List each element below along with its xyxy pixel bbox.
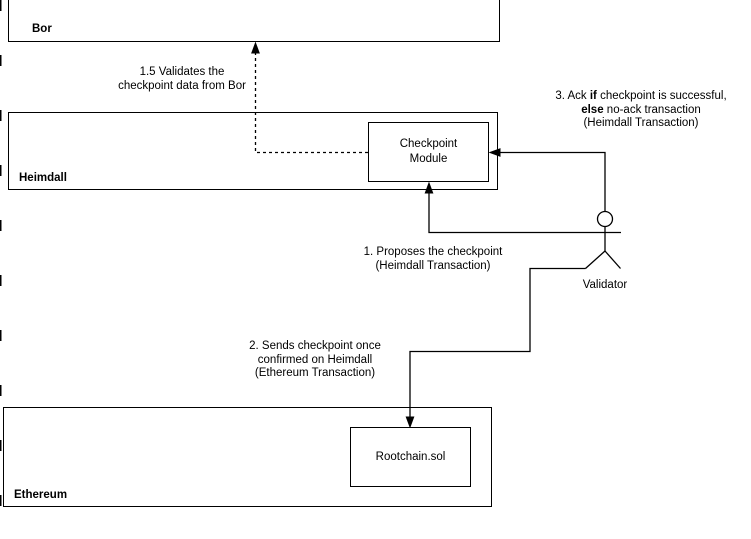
annotation-ack-line2: else no-ack transaction <box>581 103 701 116</box>
edge-ack-to-module <box>488 148 606 212</box>
annotation-ack-line3: (Heimdall Transaction) <box>583 117 699 130</box>
annotation-validates-line1: 1.5 Validates the <box>139 66 225 78</box>
edge-validates-checkpoint-dashed <box>251 41 368 154</box>
annotation-ack-line1: 3. Ack if checkpoint is successful, <box>555 90 727 102</box>
validator-actor-figure <box>585 210 621 269</box>
heimdall-label: Heimdall <box>19 172 67 184</box>
actor-leg-left <box>585 250 606 269</box>
checkpoint-module-label-line1: Checkpoint <box>399 138 458 150</box>
annotation-sends-line1: 2. Sends checkpoint once <box>249 340 381 352</box>
edge-sends-to-rootchain <box>405 267 586 429</box>
annotation-proposes-line1: 1. Proposes the checkpoint <box>363 246 503 258</box>
ethereum-container-box: Ethereum <box>3 407 492 507</box>
annotation-sends: 2. Sends checkpoint once confirmed on He… <box>215 340 415 381</box>
rootchain-sol-label: Rootchain.sol <box>375 450 446 463</box>
actor-head <box>596 210 614 228</box>
arrowhead-up-into-bor <box>251 41 260 54</box>
annotation-proposes: 1. Proposes the checkpoint (Heimdall Tra… <box>333 246 533 273</box>
rootchain-sol-box: Rootchain.sol <box>350 427 471 487</box>
checkpoint-module-label-line2: Module <box>409 153 448 165</box>
validator-label: Validator <box>582 279 628 291</box>
actor-leg-right <box>604 250 621 269</box>
arrowhead-up-into-module <box>424 181 434 194</box>
heimdall-container-box: Heimdall <box>8 112 498 190</box>
annotation-proposes-line2: (Heimdall Transaction) <box>375 259 491 272</box>
ethereum-label: Ethereum <box>14 489 68 501</box>
annotation-sends-line3: (Ethereum Transaction) <box>254 367 376 380</box>
annotation-sends-line2: confirmed on Heimdall <box>257 353 373 366</box>
checkpoint-module-box: Checkpoint Module <box>368 122 489 182</box>
edge-proposes-to-module <box>424 181 621 234</box>
bor-label: Bor <box>32 23 52 35</box>
arrowhead-down-into-rootchain <box>405 416 415 429</box>
annotation-validates: 1.5 Validates the checkpoint data from B… <box>82 66 282 93</box>
annotation-ack: 3. Ack if checkpoint is successful, else… <box>541 90 741 131</box>
annotation-validates-line2: checkpoint data from Bor <box>118 79 246 92</box>
bor-container-box: Bor <box>8 0 500 42</box>
